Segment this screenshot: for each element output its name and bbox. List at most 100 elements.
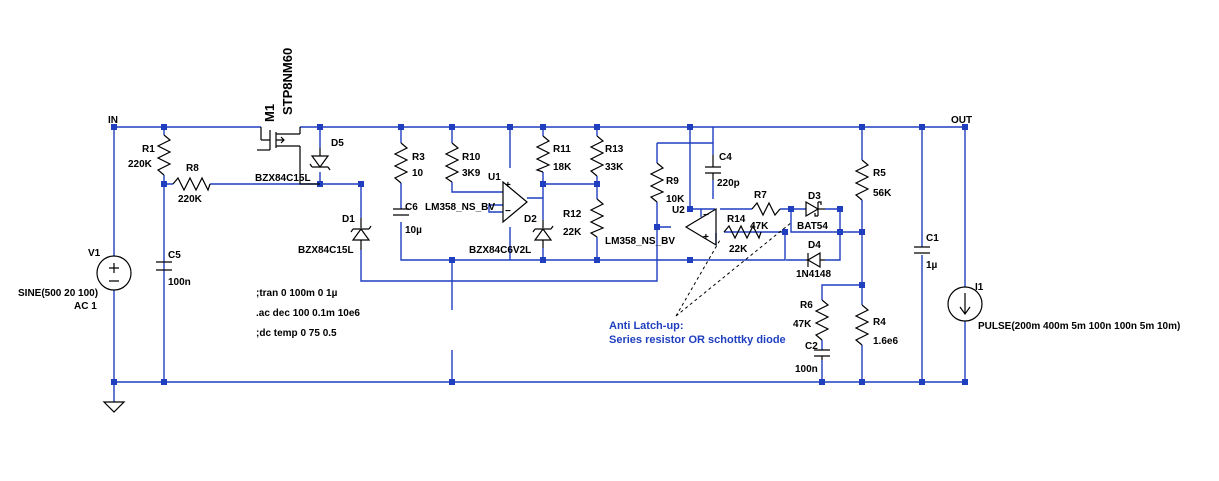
r6-resistor[interactable]: R6 47K xyxy=(793,299,830,341)
r12-value: 22K xyxy=(563,227,582,238)
c2-value: 100n xyxy=(795,364,818,375)
m1-value: STP8NM60 xyxy=(280,48,295,115)
latchup-annotation: Anti Latch-up: Series resistor OR schott… xyxy=(609,221,793,346)
r14-resistor[interactable]: R14 22K xyxy=(723,214,762,255)
u2-value: LM358_NS_BV xyxy=(605,236,675,247)
r8-resistor[interactable]: R8 220K xyxy=(172,163,211,205)
r11-ref: R11 xyxy=(553,144,571,155)
r13-value: 33K xyxy=(605,162,624,173)
r7-value: 47K xyxy=(750,221,769,232)
wires xyxy=(113,126,966,402)
r12-resistor[interactable]: R12 22K xyxy=(563,198,605,238)
r9-resistor[interactable]: R9 10K xyxy=(649,162,685,205)
r10-resistor[interactable]: R10 3K9 xyxy=(444,142,481,183)
c4-ref: C4 xyxy=(719,152,732,163)
u1-opamp[interactable]: + − U1 LM358_NS_BV xyxy=(425,172,528,224)
d3-value: BAT54 xyxy=(797,221,828,232)
c1-ref: C1 xyxy=(926,233,939,244)
r11-value: 18K xyxy=(553,162,572,173)
u2-ref: U2 xyxy=(672,205,685,216)
d5-value: BZX84C15L xyxy=(255,173,311,184)
annotation-line2[interactable]: Series resistor OR schottky diode xyxy=(609,334,786,346)
v1-source[interactable]: V1 SINE(500 20 100) AC 1 xyxy=(18,248,132,312)
d4-value: 1N4148 xyxy=(796,269,831,280)
ground-symbol xyxy=(102,401,126,413)
r4-resistor[interactable]: R4 1.6e6 xyxy=(854,304,898,347)
r1-resistor[interactable]: R1 220K xyxy=(128,134,172,176)
svg-text:+: + xyxy=(703,232,709,243)
svg-text:−: − xyxy=(703,210,709,221)
d3-schottky[interactable]: D3 BAT54 xyxy=(797,191,828,232)
r5-ref: R5 xyxy=(873,168,886,179)
d1-zener[interactable]: D1 BZX84C15L xyxy=(298,214,372,256)
net-label-in: IN xyxy=(108,115,118,126)
r1-value: 220K xyxy=(128,159,153,170)
r1-ref: R1 xyxy=(142,144,155,155)
directive-ac[interactable]: .ac dec 100 0.1m 10e6 xyxy=(256,308,360,319)
d4-ref: D4 xyxy=(808,240,821,251)
c4-value: 220p xyxy=(717,178,740,189)
r3-ref: R3 xyxy=(412,152,425,163)
directive-tran[interactable]: ;tran 0 100m 0 1µ xyxy=(256,288,338,299)
u2-opamp[interactable]: − + U2 LM358_NS_BV xyxy=(605,205,717,247)
directive-dc[interactable]: ;dc temp 0 75 0.5 xyxy=(256,328,337,339)
c6-ref: C6 xyxy=(405,202,418,213)
c1-capacitor[interactable]: C1 1µ xyxy=(914,233,939,271)
d2-ref: D2 xyxy=(524,214,537,225)
r5-value: 56K xyxy=(873,188,892,199)
m1-mosfet[interactable]: M1 STP8NM60 xyxy=(257,48,320,185)
r13-resistor[interactable]: R13 33K xyxy=(589,135,624,177)
spice-directives: ;tran 0 100m 0 1µ .ac dec 100 0.1m 10e6 … xyxy=(256,288,360,339)
d4-diode[interactable]: D4 1N4148 xyxy=(796,240,831,280)
r6-ref: R6 xyxy=(800,300,813,311)
r7-resistor[interactable]: R7 47K xyxy=(750,190,781,232)
d3-ref: D3 xyxy=(808,191,821,202)
c6-value: 10µ xyxy=(405,225,422,236)
r6-value: 47K xyxy=(793,319,812,330)
r8-value: 220K xyxy=(178,194,203,205)
c1-value: 1µ xyxy=(926,260,938,271)
r13-ref: R13 xyxy=(605,144,624,155)
v1-ac: AC 1 xyxy=(74,301,97,312)
svg-text:−: − xyxy=(505,206,511,217)
annotation-line1[interactable]: Anti Latch-up: xyxy=(609,320,684,332)
r7-ref: R7 xyxy=(754,190,767,201)
c4-capacitor[interactable]: C4 220p xyxy=(705,152,740,189)
r8-ref: R8 xyxy=(186,163,199,174)
svg-text:+: + xyxy=(505,180,511,191)
r4-ref: R4 xyxy=(873,317,886,328)
c5-value: 100n xyxy=(168,277,191,288)
r5-resistor[interactable]: R5 56K xyxy=(854,159,892,201)
c2-capacitor[interactable]: C2 100n xyxy=(795,341,830,375)
r9-ref: R9 xyxy=(666,176,679,187)
c2-ref: C2 xyxy=(805,341,818,352)
v1-ref: V1 xyxy=(88,248,101,259)
net-label-out: OUT xyxy=(951,115,972,126)
u1-ref: U1 xyxy=(488,172,501,183)
c5-capacitor[interactable]: C5 100n xyxy=(156,250,191,288)
r10-value: 3K9 xyxy=(462,168,481,179)
i1-ref: I1 xyxy=(975,282,984,293)
r14-ref: R14 xyxy=(727,214,746,225)
r9-value: 10K xyxy=(666,194,685,205)
r3-value: 10 xyxy=(412,168,424,179)
r14-value: 22K xyxy=(729,244,748,255)
v1-value: SINE(500 20 100) xyxy=(18,288,98,299)
d2-value: BZX84C6V2L xyxy=(469,245,531,256)
d1-ref: D1 xyxy=(342,214,355,225)
m1-ref: M1 xyxy=(262,104,277,122)
d5-ref: D5 xyxy=(331,138,344,149)
r10-ref: R10 xyxy=(462,152,481,163)
r4-value: 1.6e6 xyxy=(873,336,898,347)
i1-current-source[interactable]: I1 PULSE(200m 400m 5m 100n 100n 5m 10m) xyxy=(947,282,1180,332)
i1-value: PULSE(200m 400m 5m 100n 100n 5m 10m) xyxy=(978,321,1180,332)
c5-ref: C5 xyxy=(168,250,181,261)
d2-zener[interactable]: D2 BZX84C6V2L xyxy=(469,214,554,256)
u1-value: LM358_NS_BV xyxy=(425,202,495,213)
r3-resistor[interactable]: R3 10 xyxy=(393,142,425,184)
c6-capacitor[interactable]: C6 10µ xyxy=(393,202,422,236)
r11-resistor[interactable]: R11 18K xyxy=(535,135,572,173)
d1-value: BZX84C15L xyxy=(298,245,354,256)
d5-zener[interactable]: D5 BZX84C15L xyxy=(255,138,344,184)
